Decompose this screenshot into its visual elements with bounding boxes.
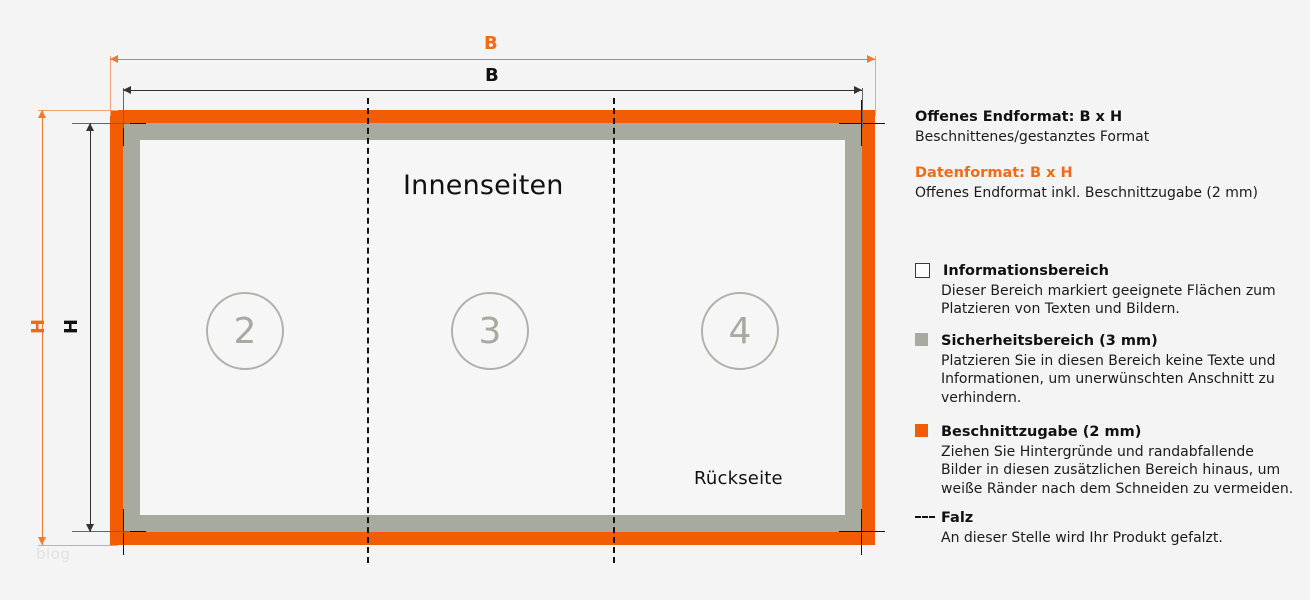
witness-line-trim-top-left [72,123,130,124]
legend-title: Informationsbereich [943,263,1109,279]
fold-line-left [367,98,369,563]
legend-body: Platzieren Sie in diesen Bereich keine T… [941,352,1276,406]
legend-item-datenformat: Datenformat: B x H Offenes Endformat ink… [915,164,1258,202]
dimension-label-bleed-width: B [484,33,498,54]
dimension-line-trim-height [90,123,91,532]
legend-body: Beschnittenes/gestanztes Format [915,128,1150,145]
arrowhead-up [85,123,94,131]
page-number-circle: 2 [206,292,284,370]
arrowhead-left [123,85,131,94]
legend-item-falz: Falz An dieser Stelle wird Ihr Produkt g… [915,507,1295,547]
legend-body: Offenes Endformat inkl. Beschnittzugabe … [915,184,1258,201]
dimension-line-bleed-width [110,59,875,60]
legend-title: Sicherheitsbereich (3 mm) [941,333,1158,349]
witness-line-bleed-left-top [110,56,111,116]
crop-mark-bottom-right-h [839,531,885,532]
dimension-line-trim-width [123,90,862,91]
watermark: blog [36,545,71,563]
dimension-label-trim-width: B [485,65,499,86]
page-number-circle: 4 [701,292,779,370]
witness-line-trim-bottom-left [72,531,130,532]
legend-item-sicherheitsbereich: Sicherheitsbereich (3 mm) Platzieren Sie… [915,330,1295,407]
witness-line-bleed-top-left [38,110,118,111]
page-number-label: 3 [478,310,502,352]
fold-line-right [613,98,615,563]
legend-item-informationsbereich: Informationsbereich Dieser Bereich marki… [915,260,1295,319]
information-swatch-icon [915,263,930,278]
witness-line-trim-left-top [122,88,124,128]
legend-item-beschnittzugabe: Beschnittzugabe (2 mm) Ziehen Sie Hinter… [915,421,1295,498]
witness-line-bleed-bottom-left [38,545,118,546]
legend-body: Dieser Bereich markiert geeignete Fläche… [941,282,1276,318]
dimension-label-bleed-height: H [28,318,50,335]
arrowhead-right [867,54,875,63]
page-number-circle: 3 [451,292,529,370]
crop-mark-bottom-right-v [861,509,862,555]
page-number-label: 4 [728,310,752,352]
legend-title: Beschnittzugabe (2 mm) [941,424,1142,440]
arrowhead-right [854,85,862,94]
legend-item-offenes-endformat: Offenes Endformat: B x H Beschnittenes/g… [915,108,1149,146]
fold-swatch-icon [915,516,935,518]
safety-swatch-icon [915,333,928,346]
page-number-label: 2 [233,310,257,352]
arrowhead-down [37,537,46,545]
witness-line-bleed-right-top [875,56,876,116]
legend-body: An dieser Stelle wird Ihr Produkt gefalz… [941,529,1223,546]
legend-title: Falz [941,510,974,526]
crop-mark-bottom-left-v [123,509,124,555]
legend-title: Datenformat: B x H [915,165,1073,181]
dimension-label-trim-height: H [61,318,83,335]
arrowhead-down [85,524,94,532]
inner-pages-label: Innenseiten [403,170,564,201]
back-page-label: Rückseite [694,468,783,489]
legend-title: Offenes Endformat: B x H [915,109,1123,125]
arrowhead-up [37,110,46,118]
witness-line-trim-right-top [861,88,863,128]
dimension-line-bleed-height [42,110,43,545]
bleed-swatch-icon [915,424,928,437]
arrowhead-left [110,54,118,63]
legend-body: Ziehen Sie Hintergründe und randabfallen… [941,443,1294,497]
